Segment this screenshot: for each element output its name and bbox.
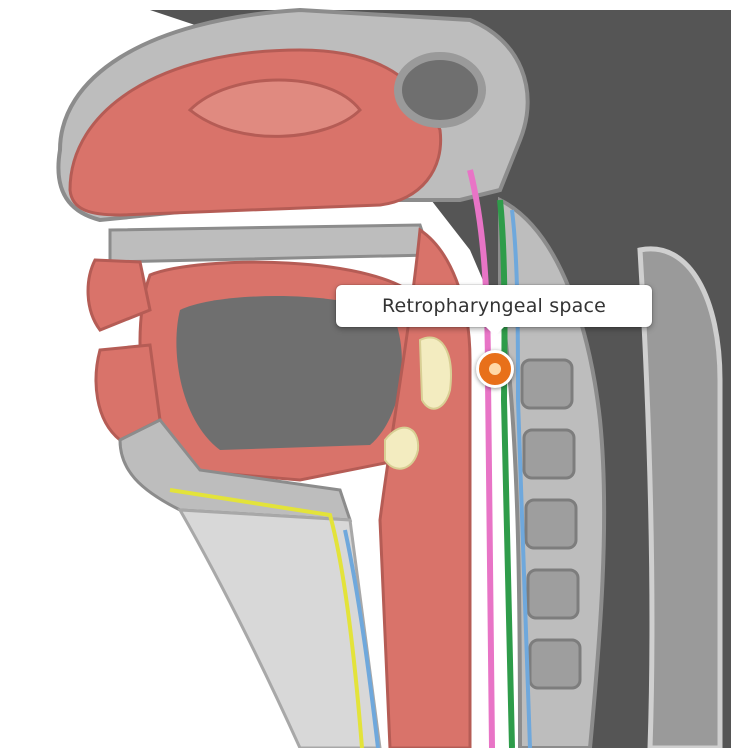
- vertebra: [526, 500, 576, 548]
- epiglottis-cartilage: [420, 337, 451, 408]
- vertebra: [528, 570, 578, 618]
- vertebra: [530, 640, 580, 688]
- location-pin-icon[interactable]: [476, 350, 514, 388]
- annotation-label-box: Retropharyngeal space: [336, 285, 652, 327]
- vertebra: [524, 430, 574, 478]
- hyoid-cartilage: [385, 428, 418, 469]
- hard-palate: [110, 225, 430, 262]
- marker-center: [489, 363, 501, 375]
- sphenoid-sinus: [398, 56, 482, 124]
- spinal-canal: [640, 249, 720, 748]
- annotation-label: Retropharyngeal space: [382, 295, 606, 317]
- vertebra: [522, 360, 572, 408]
